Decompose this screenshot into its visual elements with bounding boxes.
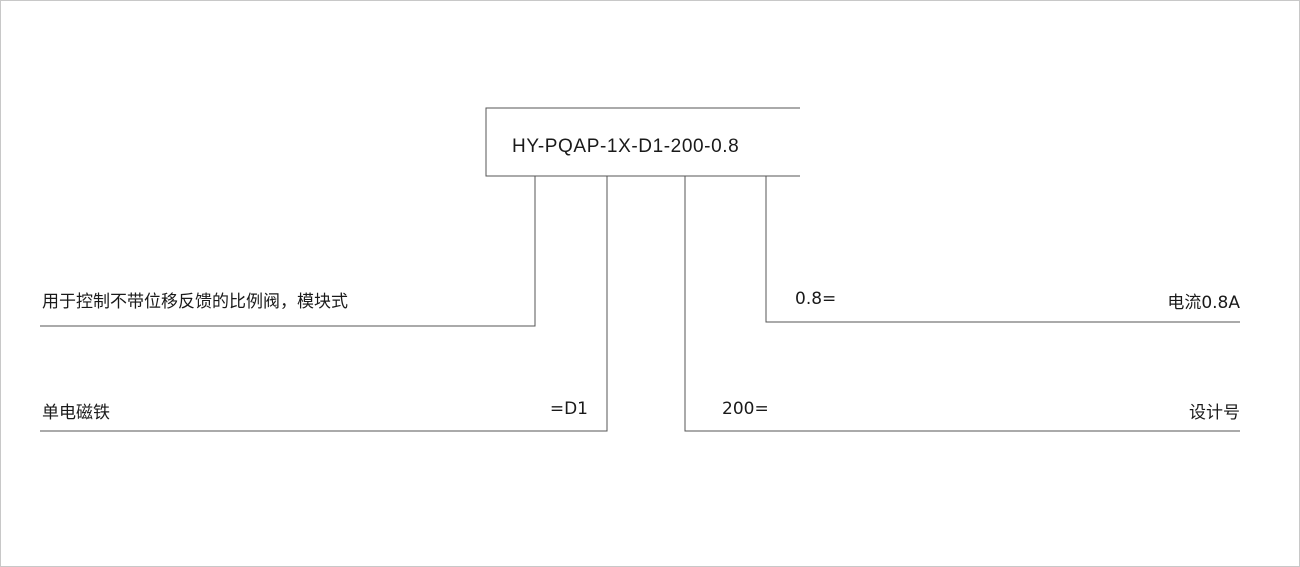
solenoid-code: =D1 (549, 399, 588, 419)
leader-design (684, 176, 1240, 432)
design-code: 200= (722, 399, 769, 419)
code-box-outline (485, 107, 800, 177)
model-code: HY-PQAP-1X-D1-200-0.8 (512, 136, 740, 157)
current-code: 0.8= (795, 289, 837, 309)
leader-type (40, 176, 536, 327)
leader-solenoid (40, 176, 608, 432)
leader-current (765, 176, 1240, 323)
type-description-label: 用于控制不带位移反馈的比例阀，模块式 (42, 292, 348, 312)
design-label: 设计号 (1189, 403, 1240, 423)
solenoid-label: 单电磁铁 (42, 403, 110, 423)
current-label: 电流0.8A (1167, 293, 1240, 313)
